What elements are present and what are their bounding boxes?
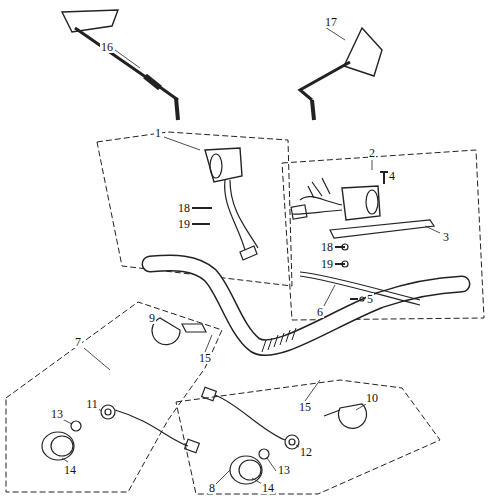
callout-number: 12 — [299, 446, 313, 458]
callout-number: 5 — [366, 293, 374, 305]
callout-number: 16 — [100, 41, 114, 53]
callout-number: 18 — [320, 241, 334, 253]
callout-number: 3 — [442, 231, 450, 243]
callout-number: 7 — [74, 336, 82, 348]
callout-number: 15 — [198, 352, 212, 364]
callout-number: 9 — [148, 312, 156, 324]
callout-number: 17 — [324, 16, 338, 28]
callout-number: 2 — [368, 147, 376, 159]
callout-number: 4 — [388, 170, 396, 182]
callout-number: 14 — [63, 464, 77, 476]
callout-number: 6 — [316, 306, 324, 318]
callout-number: 11 — [85, 398, 99, 410]
callout-number: 14 — [261, 482, 275, 494]
callout-number: 13 — [50, 408, 64, 420]
callout-number: 18 — [177, 202, 191, 214]
callout-number: 19 — [177, 218, 191, 230]
callout-number: 8 — [208, 482, 216, 494]
callout-number: 10 — [365, 392, 379, 404]
callout-number: 1 — [154, 127, 162, 139]
callout-number: 19 — [320, 258, 334, 270]
callout-number: 13 — [277, 464, 291, 476]
callout-number: 15 — [298, 401, 312, 413]
